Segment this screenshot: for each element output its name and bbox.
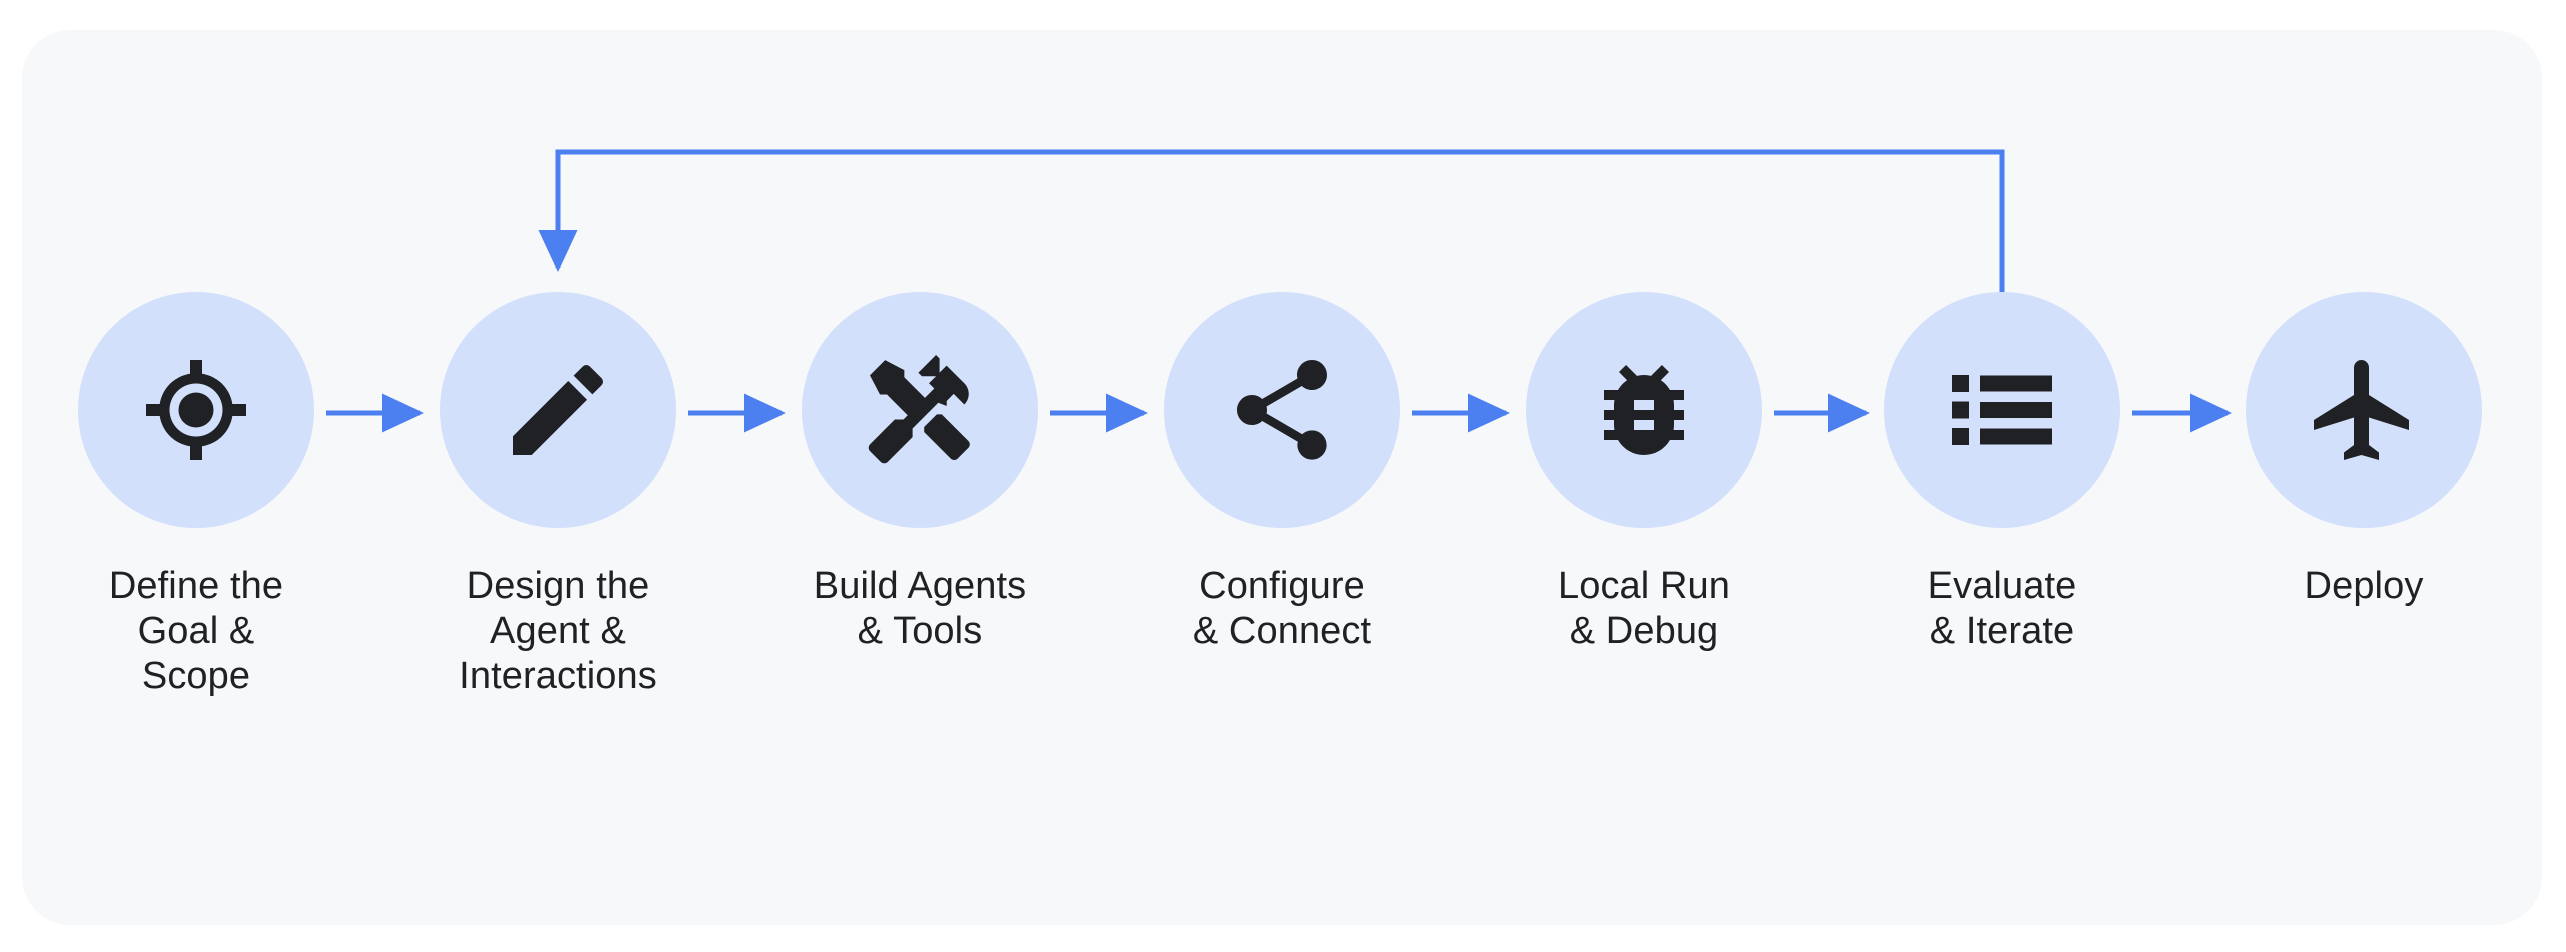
step-evaluate-iterate[interactable]: Evaluate & Iterate xyxy=(1852,292,2152,654)
step-circle-4[interactable] xyxy=(1164,292,1400,528)
crosshair-target-icon xyxy=(136,350,256,470)
step-configure-connect[interactable]: Configure & Connect xyxy=(1132,292,1432,654)
step-label-7: Deploy xyxy=(2304,565,2424,607)
step-circle-1[interactable] xyxy=(78,292,314,528)
airplane-icon xyxy=(2304,350,2424,470)
step-label-2: Design the Agent & Interactions xyxy=(459,565,657,697)
step-label-5: Local Run & Debug xyxy=(1557,565,1730,652)
bullet-list-icon xyxy=(1942,350,2062,470)
step-circle-5[interactable] xyxy=(1526,292,1762,528)
step-circle-2[interactable] xyxy=(440,292,676,528)
hammer-wrench-icon xyxy=(860,350,980,470)
step-label-6: Evaluate & Iterate xyxy=(1927,565,2077,652)
step-circle-7[interactable] xyxy=(2246,292,2482,528)
step-label-4: Configure & Connect xyxy=(1192,565,1372,652)
step-label-3: Build Agents & Tools xyxy=(813,565,1027,652)
step-circle-3[interactable] xyxy=(802,292,1038,528)
share-nodes-icon xyxy=(1222,350,1342,470)
step-deploy[interactable]: Deploy xyxy=(2214,292,2514,609)
step-local-run-debug[interactable]: Local Run & Debug xyxy=(1494,292,1794,654)
step-label-1: Define the Goal & Scope xyxy=(108,565,284,697)
pencil-edit-icon xyxy=(498,350,618,470)
step-define-the-goal-scope[interactable]: Define the Goal & Scope xyxy=(46,292,346,698)
step-design-the-agent-interactions[interactable]: Design the Agent & Interactions xyxy=(408,292,708,698)
bug-icon xyxy=(1584,350,1704,470)
feedback-loop-arrow xyxy=(538,149,2005,293)
step-circle-6[interactable] xyxy=(1884,292,2120,528)
step-build-agents-tools[interactable]: Build Agents & Tools xyxy=(770,292,1070,654)
